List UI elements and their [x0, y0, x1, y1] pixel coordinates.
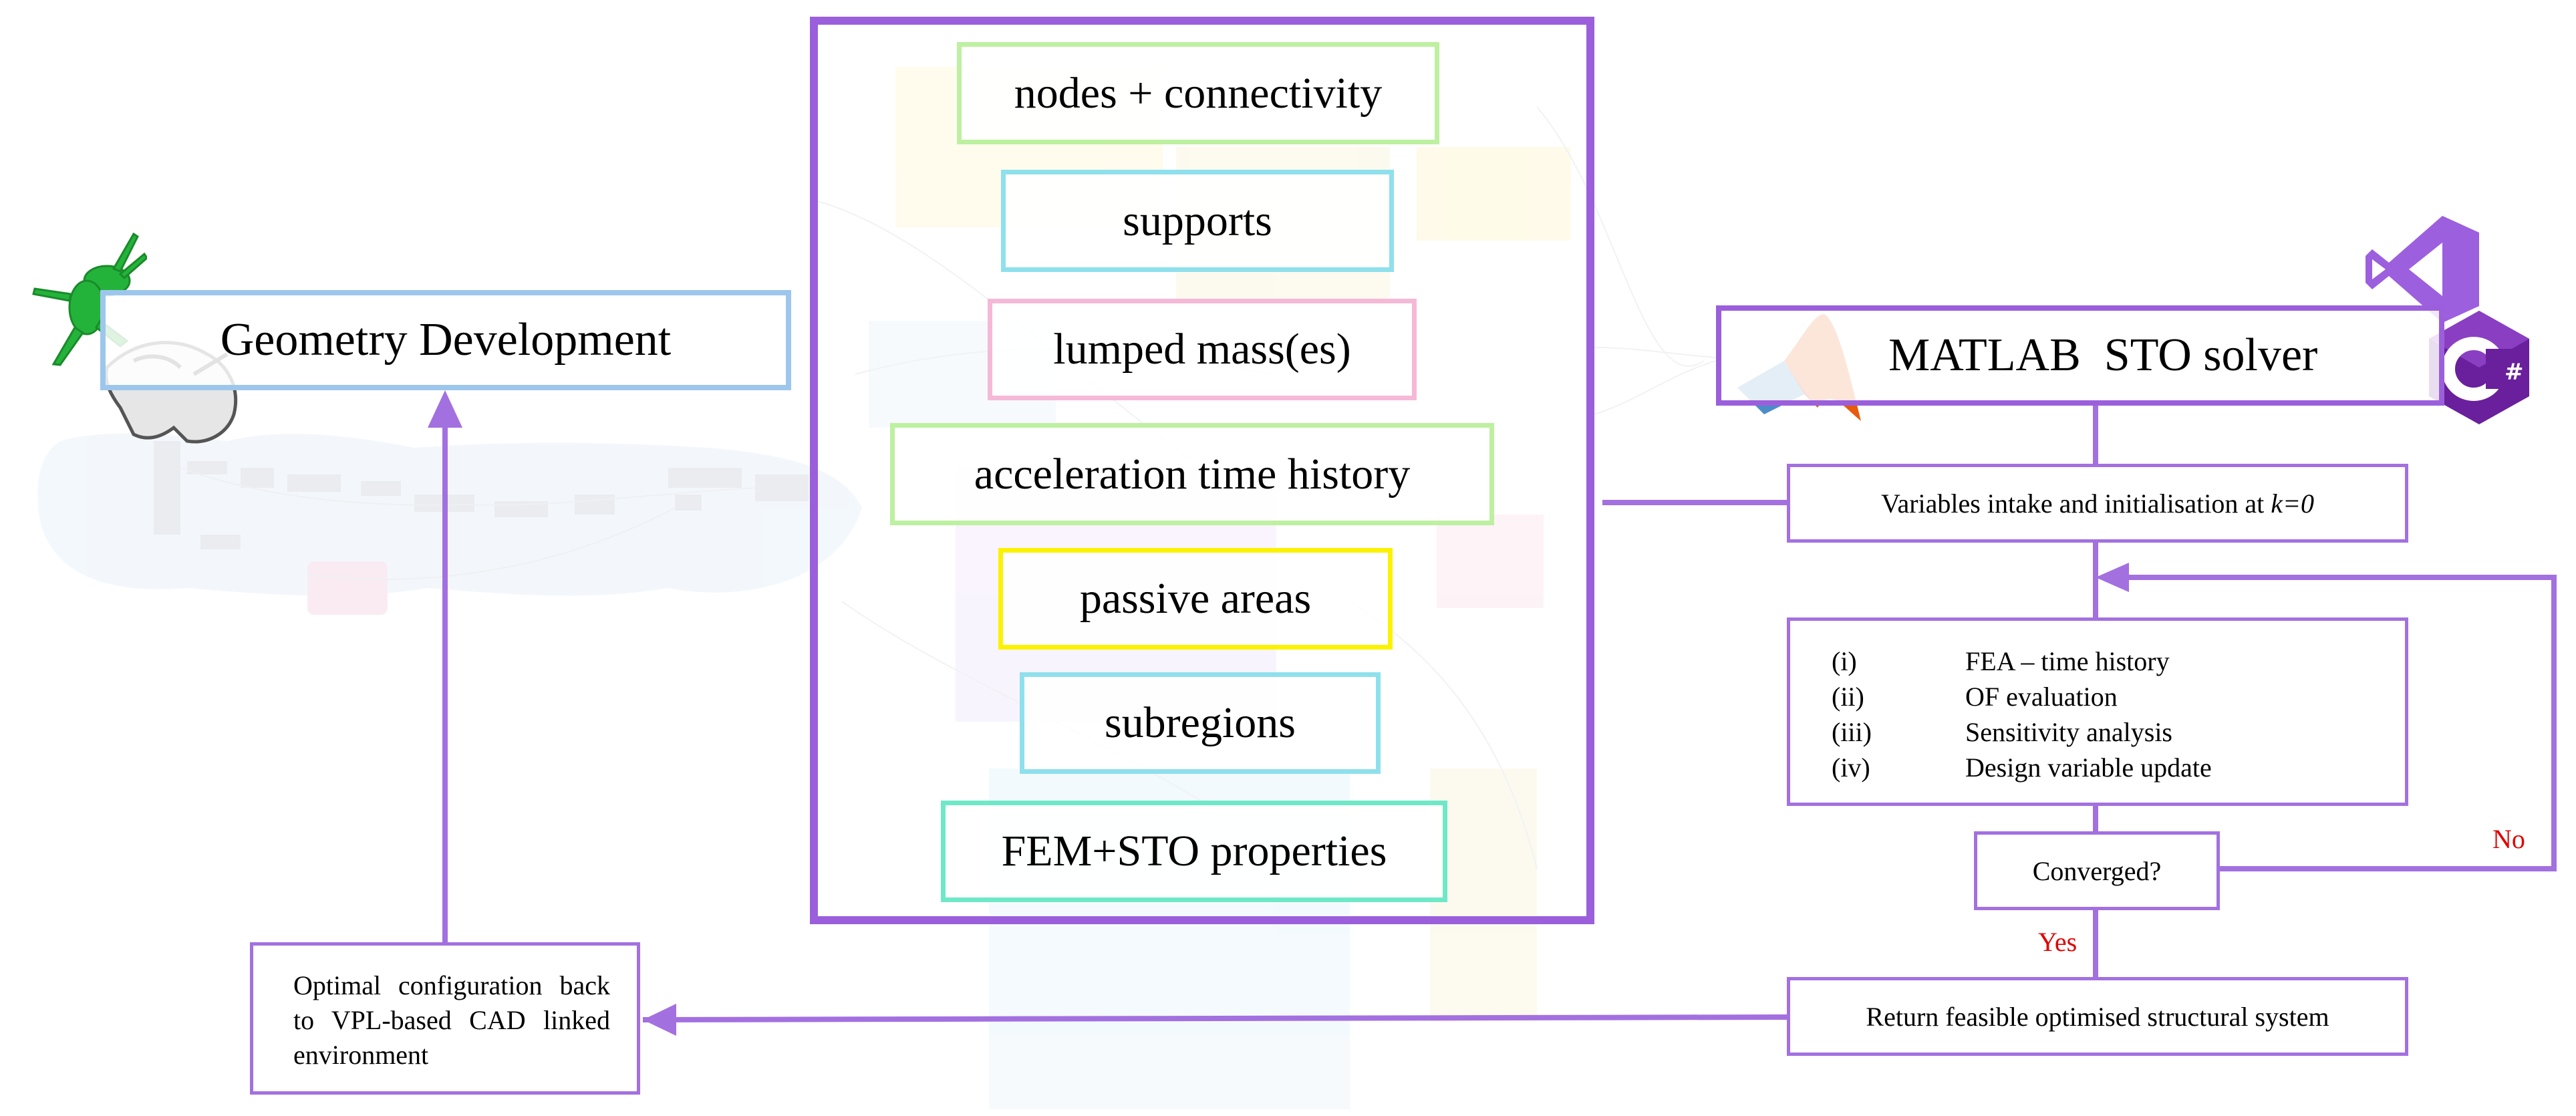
yes-branch-label: Yes: [2038, 927, 2078, 957]
param-fem-label: FEM+STO properties: [1001, 827, 1387, 875]
geometry-development-label: Geometry Development: [220, 314, 672, 366]
intake-prefix: Variables intake and initialisation at: [1881, 488, 2271, 519]
param-supports: supports: [1001, 170, 1394, 272]
intake-step: Variables intake and initialisation at k…: [1787, 464, 2408, 543]
loop-step-number: (iv): [1832, 752, 1870, 783]
return-result-step: Return feasible optimised structural sys…: [1787, 977, 2408, 1056]
vpl-background-canvas-left: [37, 433, 862, 615]
param-acceleration-history: acceleration time history: [890, 423, 1494, 525]
param-subregions: subregions: [1020, 672, 1381, 774]
intake-k: k=0: [2271, 488, 2314, 519]
loop-step: (iii) Sensitivity analysis: [1832, 714, 2405, 750]
loop-step-number: (i): [1832, 646, 1857, 676]
loop-step-text: OF evaluation: [1965, 682, 2118, 712]
loop-step-text: Sensitivity analysis: [1965, 717, 2172, 747]
optimal-configuration-box: Optimal configuration back to VPL-based …: [250, 942, 640, 1095]
flow-connectors: [442, 406, 2557, 1022]
iteration-steps-box: (i)FEA – time history (ii)OF evaluation …: [1787, 617, 2408, 806]
param-lumped-masses: lumped mass(es): [988, 299, 1417, 400]
param-passive-label: passive areas: [1079, 574, 1312, 623]
csharp-icon: #: [2429, 311, 2529, 424]
param-fem-sto-properties: FEM+STO properties: [941, 801, 1447, 902]
loop-step: (i) FEA – time history: [1832, 644, 2405, 679]
svg-text:#: #: [2505, 359, 2524, 386]
param-nodes-label: nodes + connectivity: [1014, 68, 1383, 118]
arrowheads: [428, 390, 2129, 1036]
matlab-solver-box: MATLAB STO solver: [1716, 305, 2444, 406]
param-acceleration-label: acceleration time history: [974, 449, 1411, 499]
geometry-development-box: Geometry Development: [100, 290, 791, 390]
matlab-solver-label: MATLAB STO solver: [1888, 329, 2318, 381]
converged-label: Converged?: [2032, 855, 2162, 886]
loop-step-text: Design variable update: [1965, 752, 2212, 783]
converged-decision: Converged?: [1974, 831, 2220, 910]
loop-step-text: FEA – time history: [1965, 646, 2170, 676]
param-supports-label: supports: [1123, 196, 1272, 245]
no-branch-label: No: [2492, 824, 2525, 854]
param-subregions-label: subregions: [1105, 698, 1296, 747]
param-lumped-label: lumped mass(es): [1053, 325, 1351, 374]
parameter-group-frame: [810, 17, 1594, 924]
visual-studio-icon: [2366, 216, 2479, 323]
param-passive-areas: passive areas: [998, 548, 1393, 650]
return-result-label: Return feasible optimised structural sys…: [1866, 1001, 2329, 1032]
loop-step-number: (iii): [1832, 717, 1872, 747]
param-nodes-connectivity: nodes + connectivity: [957, 42, 1439, 144]
loop-step-number: (ii): [1832, 682, 1864, 712]
optimal-configuration-label: Optimal configuration back to VPL-based …: [293, 970, 610, 1070]
loop-step: (iv) Design variable update: [1832, 750, 2405, 785]
loop-step: (ii) OF evaluation: [1832, 679, 2405, 714]
